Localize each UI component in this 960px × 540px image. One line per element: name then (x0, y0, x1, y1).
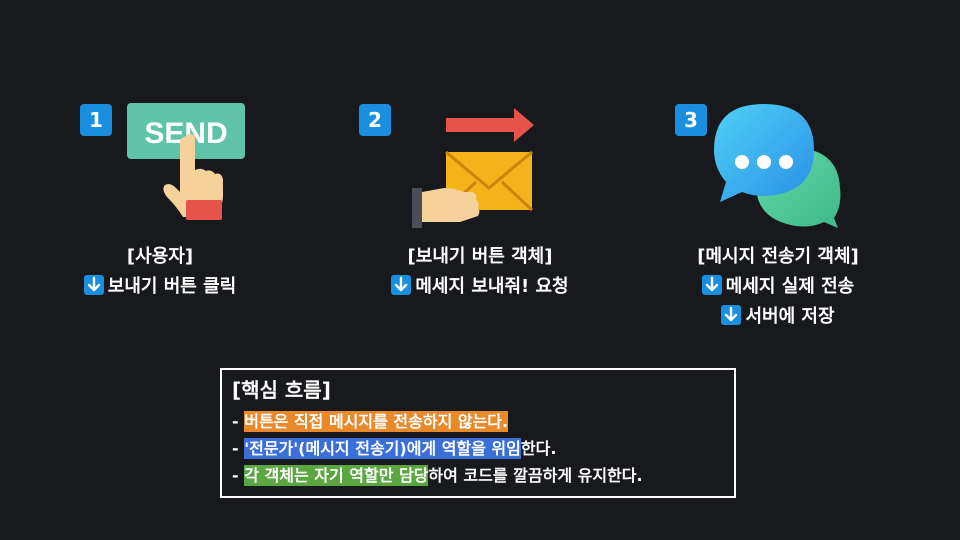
highlight-green: 각 객체는 자기 역할만 담당 (244, 465, 429, 486)
down-arrow-icon (83, 275, 104, 295)
summary-box: [핵심 흐름] - 버튼은 직접 메시지를 전송하지 않는다. - '전문가'(… (220, 368, 736, 498)
step-3-caption: [메시지 전송기 객체] 메세지 실제 전송 서버에 저장 (660, 242, 896, 332)
step-2-title: [보내기 버튼 객체] (407, 246, 553, 267)
step-1-badge: 1 (80, 104, 112, 136)
step-2-line-1: 메세지 보내줘! 요청 (368, 272, 592, 302)
down-arrow-icon (701, 275, 722, 295)
step-2-caption: [보내기 버튼 객체] 메세지 보내줘! 요청 (368, 242, 592, 302)
highlight-orange: 버튼은 직접 메시지를 전송하지 않는다. (244, 411, 509, 432)
step-3-line-2: 서버에 저장 (660, 302, 896, 332)
highlight-blue: '전문가'(메시지 전송기)에게 역할을 위임 (244, 438, 521, 459)
step-1-caption: [사용자] 보내기 버튼 클릭 (60, 242, 260, 302)
step-1-title: [사용자] (126, 246, 194, 267)
chat-bubbles-icon (714, 104, 841, 228)
step-1-line-1: 보내기 버튼 클릭 (60, 272, 260, 302)
down-arrow-icon (721, 305, 742, 325)
summary-line-1: - 버튼은 직접 메시지를 전송하지 않는다. (232, 411, 509, 432)
summary-line-3: - 각 객체는 자기 역할만 담당하여 코드를 깔끔하게 유지한다. (232, 465, 643, 486)
down-arrow-icon (391, 275, 412, 295)
summary-title: [핵심 흐름] (232, 378, 331, 402)
step-3-line-1: 메세지 실제 전송 (660, 272, 896, 302)
step-2-badge: 2 (359, 104, 391, 136)
send-button-click-icon: SEND (127, 103, 245, 220)
hand-envelope-icon (412, 108, 534, 228)
summary-line-2: - '전문가'(메시지 전송기)에게 역할을 위임한다. (232, 438, 557, 459)
step-3-title: [메시지 전송기 객체] (697, 246, 859, 267)
step-3-badge: 3 (675, 104, 707, 136)
